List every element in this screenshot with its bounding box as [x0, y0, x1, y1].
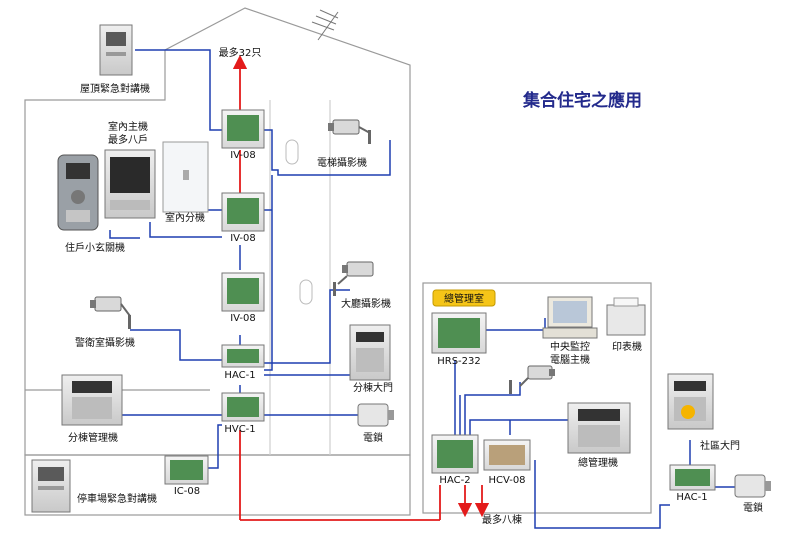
- antenna-icon: [311, 9, 339, 41]
- module-label-hrs232: HRS-232: [437, 356, 481, 367]
- module-hac1-right: [669, 464, 716, 491]
- module-label-hcv08: HCV-08: [488, 475, 525, 486]
- lobby-camera-icon: [333, 261, 374, 296]
- printer-device: [606, 297, 646, 336]
- module-label-hac1-left: HAC-1: [224, 370, 255, 381]
- guard-camera-icon: [90, 296, 131, 329]
- module-iv08-top: [221, 109, 265, 149]
- module-label-iv08-mid: IV-08: [230, 233, 256, 244]
- module-label-hvc1: HVC-1: [224, 424, 255, 435]
- label-indoor-sub: 室內分機: [165, 211, 205, 224]
- building-manager-device: [61, 374, 123, 426]
- roof-intercom-device: [99, 24, 133, 76]
- label-lobby-camera: 大廳攝影機: [341, 297, 391, 310]
- label-entrance-unit: 住戶小玄關機: [65, 241, 125, 254]
- indoor-main-device: [104, 149, 156, 219]
- label-lock-left: 電鎖: [363, 431, 383, 444]
- door-lock-icon: [734, 474, 771, 498]
- module-label-hac2: HAC-2: [439, 475, 470, 486]
- module-label-ic08: IC-08: [174, 486, 200, 497]
- door-handle-icon: [285, 139, 299, 165]
- label-community-gate: 社區大門: [700, 439, 740, 452]
- building-door-panel-device: [349, 324, 391, 381]
- module-ic08: [164, 455, 209, 485]
- door-lock-icon: [357, 403, 394, 427]
- label-guard-camera: 警衛室攝影機: [75, 336, 135, 349]
- module-label-iv08-top: IV-08: [230, 150, 256, 161]
- label-management-office: 總管理室: [444, 292, 484, 305]
- module-label-hac1-right: HAC-1: [676, 492, 707, 503]
- module-iv08-low: [221, 272, 265, 312]
- label-lock-right: 電鎖: [743, 501, 763, 514]
- main-manager-device: [567, 402, 631, 454]
- parking-intercom-device: [31, 459, 71, 513]
- label-roof-intercom: 屋頂緊急對講機: [80, 82, 150, 95]
- central-pc-device: [542, 296, 598, 339]
- indoor-sub-device: [162, 141, 209, 213]
- label-central-pc-line1: 中央監控: [550, 340, 590, 353]
- red-riser-line: [232, 54, 490, 521]
- label-building-door: 分棟大門: [353, 381, 393, 394]
- module-label-iv08-low: IV-08: [230, 313, 256, 324]
- label-main-manager: 總管理機: [578, 456, 618, 469]
- community-gate-panel-device: [667, 373, 714, 430]
- label-max32: 最多32只: [219, 46, 262, 59]
- module-hvc1: [221, 392, 265, 422]
- module-iv08-mid: [221, 192, 265, 232]
- diagram-title: 集合住宅之應用: [522, 90, 642, 111]
- module-hac1-left: [221, 344, 265, 368]
- elevator-camera-icon: [328, 119, 371, 144]
- module-hac2: [431, 434, 479, 474]
- label-central-pc-line2: 電腦主機: [550, 353, 590, 366]
- label-building-manager: 分棟管理機: [68, 431, 118, 444]
- label-indoor-main-line1: 室內主機: [108, 120, 148, 133]
- management-office-box: [422, 282, 652, 514]
- office-camera-icon: [509, 365, 555, 394]
- label-max8: 最多八棟: [482, 513, 522, 526]
- office-tag-badge: [432, 289, 496, 307]
- label-printer: 印表機: [612, 340, 642, 353]
- label-elevator-camera: 電梯攝影機: [317, 156, 367, 169]
- entrance-station-device: [57, 154, 99, 231]
- building-outline: [24, 7, 411, 516]
- label-indoor-main-line2: 最多八戶: [108, 133, 148, 146]
- module-hrs232: [431, 312, 487, 354]
- blue-wiring: [100, 49, 735, 529]
- module-hcv08: [483, 439, 531, 471]
- door-handle-icon: [299, 279, 313, 305]
- label-parking-intercom: 停車場緊急對講機: [77, 492, 157, 505]
